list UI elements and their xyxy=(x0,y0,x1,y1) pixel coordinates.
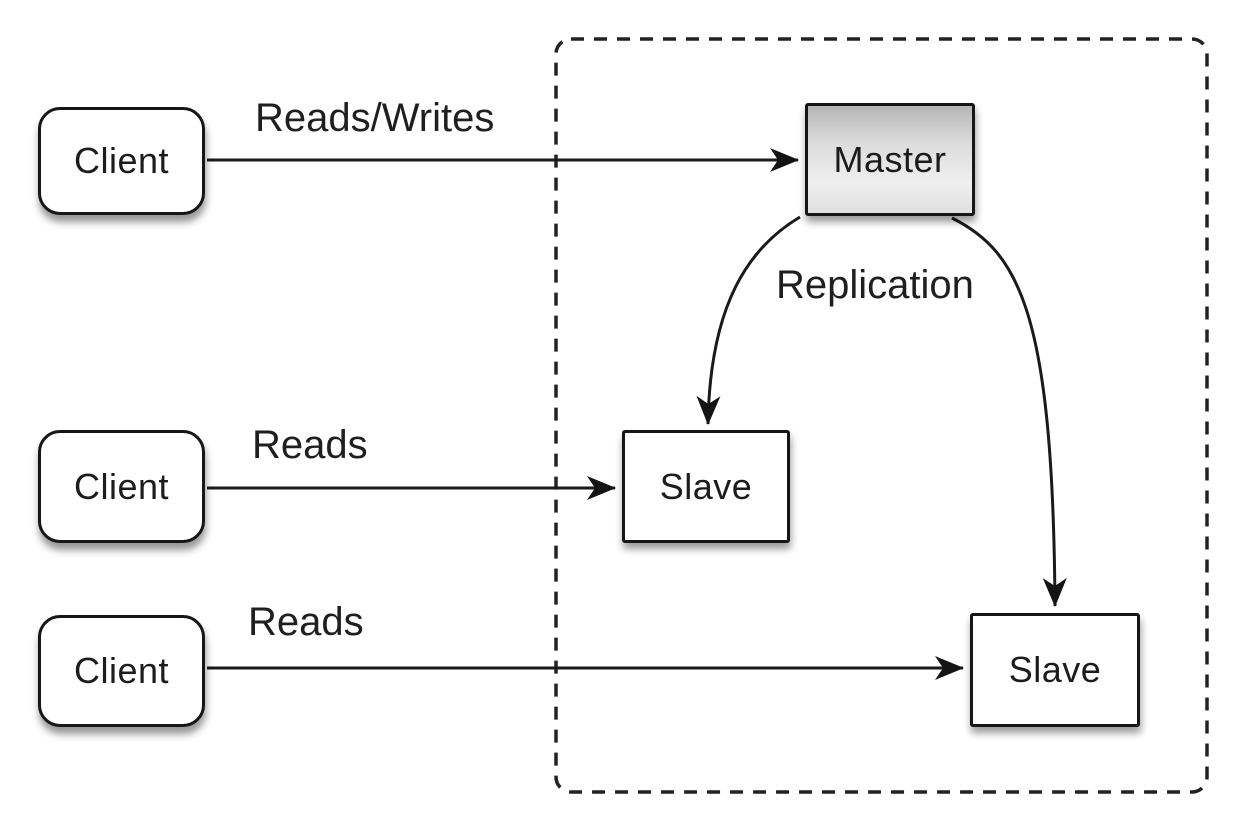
edge-label-reads-bottom: Reads xyxy=(248,600,364,644)
edge-label-replication: Replication xyxy=(776,263,974,307)
node-client-2-label: Client xyxy=(73,465,170,507)
edge-master-slave2-replication xyxy=(951,216,1067,607)
edge-master-slave1-replication xyxy=(696,215,801,425)
node-master-label: Master xyxy=(833,138,947,180)
node-slave-2: Slave xyxy=(970,613,1140,727)
node-slave-1-label: Slave xyxy=(659,465,753,507)
node-slave-2-label: Slave xyxy=(1008,649,1102,690)
node-client-1: Client xyxy=(38,107,205,215)
edge-label-reads-middle: Reads xyxy=(252,423,368,467)
node-client-3-label: Client xyxy=(73,650,170,691)
edge-label-reads-writes: Reads/Writes xyxy=(255,96,495,140)
cluster-dashed-border xyxy=(554,37,1209,794)
node-client-1-label: Client xyxy=(73,140,170,181)
node-master: Master xyxy=(805,103,975,216)
node-client-2: Client xyxy=(38,430,205,543)
node-slave-1: Slave xyxy=(622,430,790,543)
node-client-3: Client xyxy=(38,615,205,727)
